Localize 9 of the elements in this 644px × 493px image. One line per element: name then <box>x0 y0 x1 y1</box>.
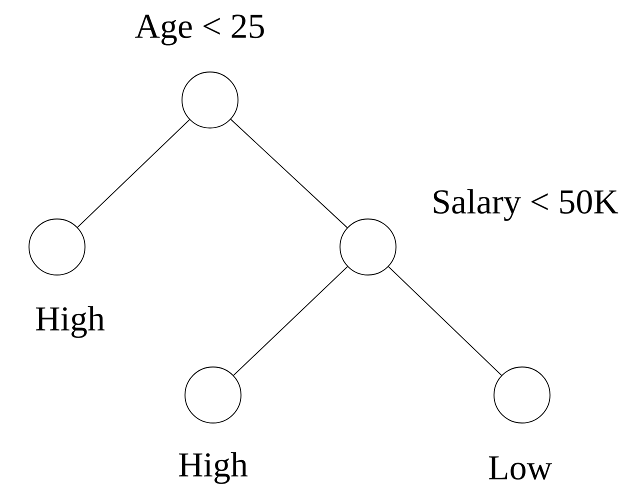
connector-line <box>233 266 348 376</box>
connector-line <box>77 119 190 228</box>
node-label: Age < 25 <box>135 14 264 46</box>
connector-line <box>388 266 502 376</box>
node-label: Low <box>488 456 552 480</box>
node-label: High <box>179 452 248 484</box>
node-label: Salary < 50K <box>434 189 618 221</box>
connector-line <box>230 118 348 228</box>
node-label: High <box>36 306 105 338</box>
